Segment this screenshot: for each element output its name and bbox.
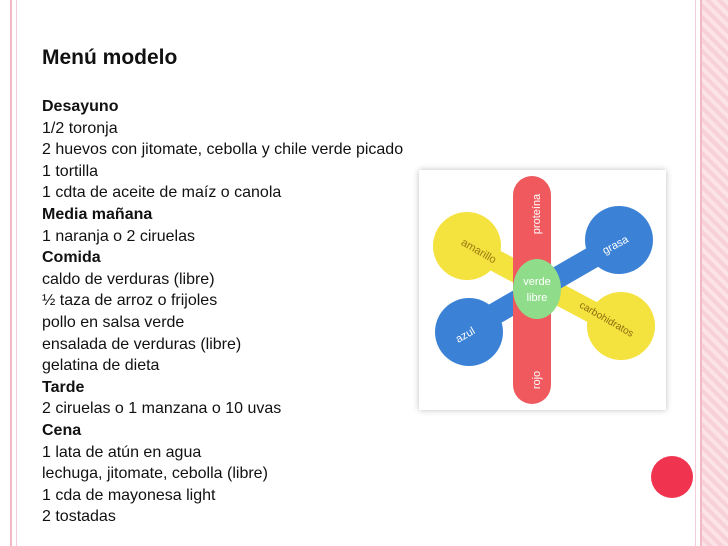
menu-heading: Desayuno xyxy=(42,98,119,115)
menu-list: Desayuno 1/2 toronja 2 huevos con jitomate… xyxy=(42,96,403,528)
menu-item: 1/2 toronja xyxy=(42,119,118,137)
food-groups-diagram: verde libre proteína rojo grasa azul ama… xyxy=(419,170,666,410)
center-label-verde: verde xyxy=(523,276,551,288)
menu-heading: Tarde xyxy=(42,378,85,396)
menu-item: caldo de verduras (libre) xyxy=(42,270,215,288)
menu-item: 2 tostadas xyxy=(42,508,116,526)
blue-end-azul xyxy=(435,298,503,366)
menu-item: 1 naranja o 2 ciruelas xyxy=(42,227,195,245)
menu-heading: Media mañana xyxy=(42,205,153,223)
menu-item: 2 huevos con jitomate, cebolla y chile v… xyxy=(42,141,404,159)
green-center xyxy=(513,259,561,319)
food-groups-svg: verde libre proteína rojo grasa azul ama… xyxy=(433,176,655,404)
menu-heading: Cena xyxy=(42,421,82,439)
menu-heading: Comida xyxy=(42,249,101,267)
yellow-end-amarillo xyxy=(433,212,501,280)
page-border xyxy=(10,0,702,546)
menu-item: pollo en salsa verde xyxy=(42,313,185,331)
menu-item: 1 tortilla xyxy=(42,162,99,180)
menu-item: lechuga, jitomate, cebolla (libre) xyxy=(42,465,268,483)
yellow-end-carbohidratos xyxy=(587,292,655,360)
menu-item: 2 ciruelas o 1 manzana o 10 uvas xyxy=(42,400,282,418)
menu-item: ensalada de verduras (libre) xyxy=(42,335,242,353)
menu-item: 1 cdta de aceite de maíz o canola xyxy=(42,184,282,202)
decorative-side-strip xyxy=(702,0,728,546)
menu-item: 1 cda de mayonesa light xyxy=(42,486,216,504)
center-label-libre: libre xyxy=(527,292,548,304)
blue-end-grasa xyxy=(585,206,653,274)
menu-item: ½ taza de arroz o frijoles xyxy=(42,292,218,310)
slide-title: Menú modelo xyxy=(42,46,178,69)
label-rojo: rojo xyxy=(531,371,543,389)
menu-item: 1 lata de atún en agua xyxy=(42,443,202,461)
decorative-dot xyxy=(651,456,693,498)
menu-item: gelatina de dieta xyxy=(42,357,160,375)
label-proteina: proteína xyxy=(531,193,543,234)
